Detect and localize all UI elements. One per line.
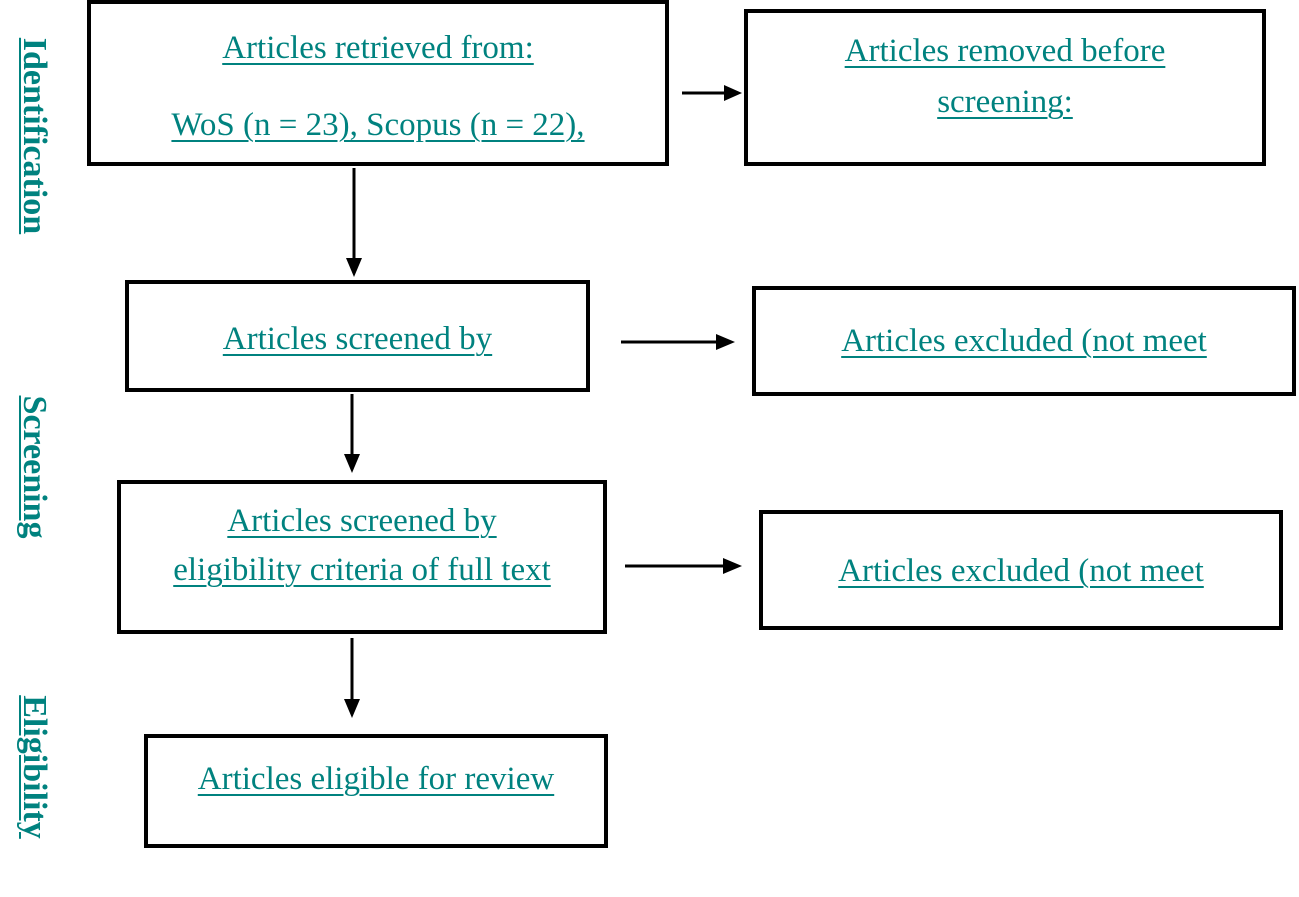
arrow-fulltext-to-excluded-2: [625, 558, 742, 574]
box-articles-retrieved-line-2: WoS (n = 23), Scopus (n = 22),: [171, 107, 585, 143]
box-articles-retrieved: Articles retrieved from: WoS (n = 23), S…: [87, 0, 669, 166]
arrow-screened-to-fulltext: [344, 394, 360, 473]
box-articles-excluded-2-line-1: Articles excluded (not meet: [838, 553, 1204, 589]
box-articles-eligible-line-1: Articles eligible for review: [197, 761, 555, 797]
box-articles-removed: Articles removed before screening:: [744, 9, 1266, 166]
box-articles-screened-fulltext-line-2: eligibility criteria of full text: [173, 552, 551, 588]
box-articles-removed-line-1: Articles removed before: [844, 33, 1166, 69]
arrow-screened-to-excluded-1: [621, 334, 735, 350]
box-articles-screened-title-line-1: Articles screened by: [222, 321, 493, 357]
arrow-retrieved-to-screened: [346, 168, 362, 277]
box-articles-retrieved-line-1: Articles retrieved from:: [222, 30, 534, 66]
box-articles-screened-title: Articles screened by: [125, 280, 590, 392]
arrow-fulltext-to-eligible: [344, 638, 360, 718]
box-articles-screened-fulltext-line-1: Articles screened by: [227, 503, 497, 539]
box-articles-excluded-1: Articles excluded (not meet: [752, 286, 1296, 396]
box-articles-excluded-1-line-1: Articles excluded (not meet: [841, 323, 1207, 359]
arrow-retrieved-to-removed: [682, 85, 742, 101]
box-articles-removed-line-2: screening:: [937, 84, 1073, 120]
box-articles-excluded-2: Articles excluded (not meet: [759, 510, 1283, 630]
box-articles-screened-fulltext: Articles screened by eligibility criteri…: [117, 480, 607, 634]
box-articles-eligible: Articles eligible for review: [144, 734, 608, 848]
